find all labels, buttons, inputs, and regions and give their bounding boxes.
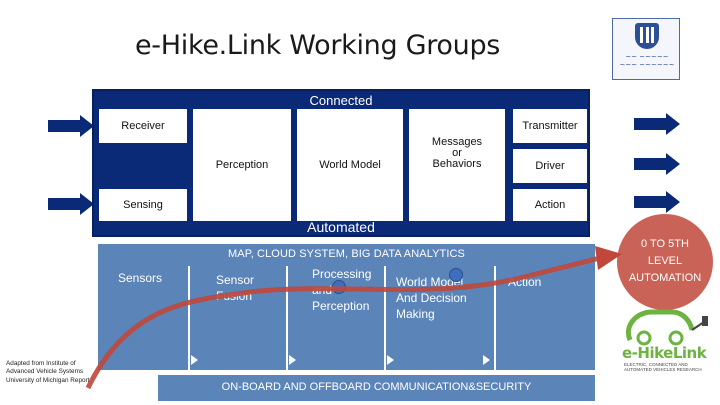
column-world-model-label: World Model And Decision Making [396, 275, 467, 321]
column-sensor-fusion: Sensor Fusion [190, 266, 288, 370]
driver-box: Driver [512, 148, 588, 184]
map-band-label: MAP, CLOUD SYSTEM, BIG DATA ANALYTICS [228, 248, 465, 260]
sensing-box: Sensing [98, 188, 188, 222]
source-note: Adapted from Institute of Advanced Vehic… [6, 360, 90, 384]
ehikelink-tagline: ELECTRIC, CONNECTED AND AUTOMATED VEHICL… [624, 362, 702, 372]
connected-label: Connected [309, 93, 373, 108]
comm-band-label: ON-BOARD AND OFFBOARD COMMUNICATION&SECU… [221, 381, 532, 393]
university-script-mark: ~~ ~~~~~~~~ ~~~~~~ [619, 53, 675, 69]
connector-dot [332, 280, 346, 294]
column-sensors-label: Sensors [118, 271, 163, 285]
communication-security-band: ON-BOARD AND OFFBOARD COMMUNICATION&SECU… [158, 375, 595, 401]
column-world-model: World Model And Decision Making [386, 266, 496, 370]
perception-box: Perception [192, 108, 292, 222]
flow-arrow-icon [387, 355, 394, 365]
automation-level-label: 0 TO 5TH LEVEL AUTOMATION [628, 238, 702, 284]
output-arrow-driver [634, 153, 680, 175]
column-sensors: Sensors [98, 266, 190, 370]
connected-automated-diagram: Connected Receiver Sensing Perception Wo… [48, 87, 680, 239]
action-box: Action [512, 188, 588, 222]
slide-title: e-Hike.Link Working Groups [135, 30, 501, 61]
receiver-box: Receiver [98, 108, 188, 144]
receiver-label: Receiver [121, 119, 165, 132]
connector-dot [449, 268, 463, 282]
flow-arrow-icon [483, 355, 490, 365]
flow-arrow-icon [289, 355, 296, 365]
column-action-label: Action [508, 275, 542, 289]
messages-label: Messages or Behaviors [431, 135, 483, 170]
flow-arrow-icon [191, 355, 198, 365]
output-arrow-action [634, 191, 680, 213]
input-arrow-sensing [48, 193, 94, 215]
world-model-box: World Model [296, 108, 404, 222]
transmitter-box: Transmitter [512, 108, 588, 144]
university-emblem-icon [635, 23, 659, 49]
column-action: Action [496, 266, 595, 370]
automation-level-badge [617, 214, 713, 310]
automated-label: Automated [307, 219, 375, 235]
world-model-label: World Model [319, 158, 381, 171]
ehikelink-logo: e-HikeLink ELECTRIC, CONNECTED AND AUTOM… [618, 306, 710, 376]
input-arrow-receiver [48, 115, 94, 137]
driver-label: Driver [535, 159, 565, 172]
perception-label: Perception [215, 158, 269, 171]
map-cloud-band: MAP, CLOUD SYSTEM, BIG DATA ANALYTICS [98, 244, 595, 268]
electric-car-icon [626, 309, 708, 346]
university-logo: ~~ ~~~~~~~~ ~~~~~~ [612, 18, 680, 80]
ehikelink-wordmark: e-HikeLink [622, 344, 707, 362]
column-sensor-fusion-label: Sensor Fusion [216, 273, 255, 303]
sensing-label: Sensing [123, 198, 163, 211]
action-label: Action [534, 198, 566, 211]
messages-box: Messages or Behaviors [408, 108, 506, 222]
transmitter-label: Transmitter [522, 119, 578, 132]
diagram-frame: Connected Receiver Sensing Perception Wo… [92, 89, 590, 237]
output-arrow-transmitter [634, 113, 680, 135]
